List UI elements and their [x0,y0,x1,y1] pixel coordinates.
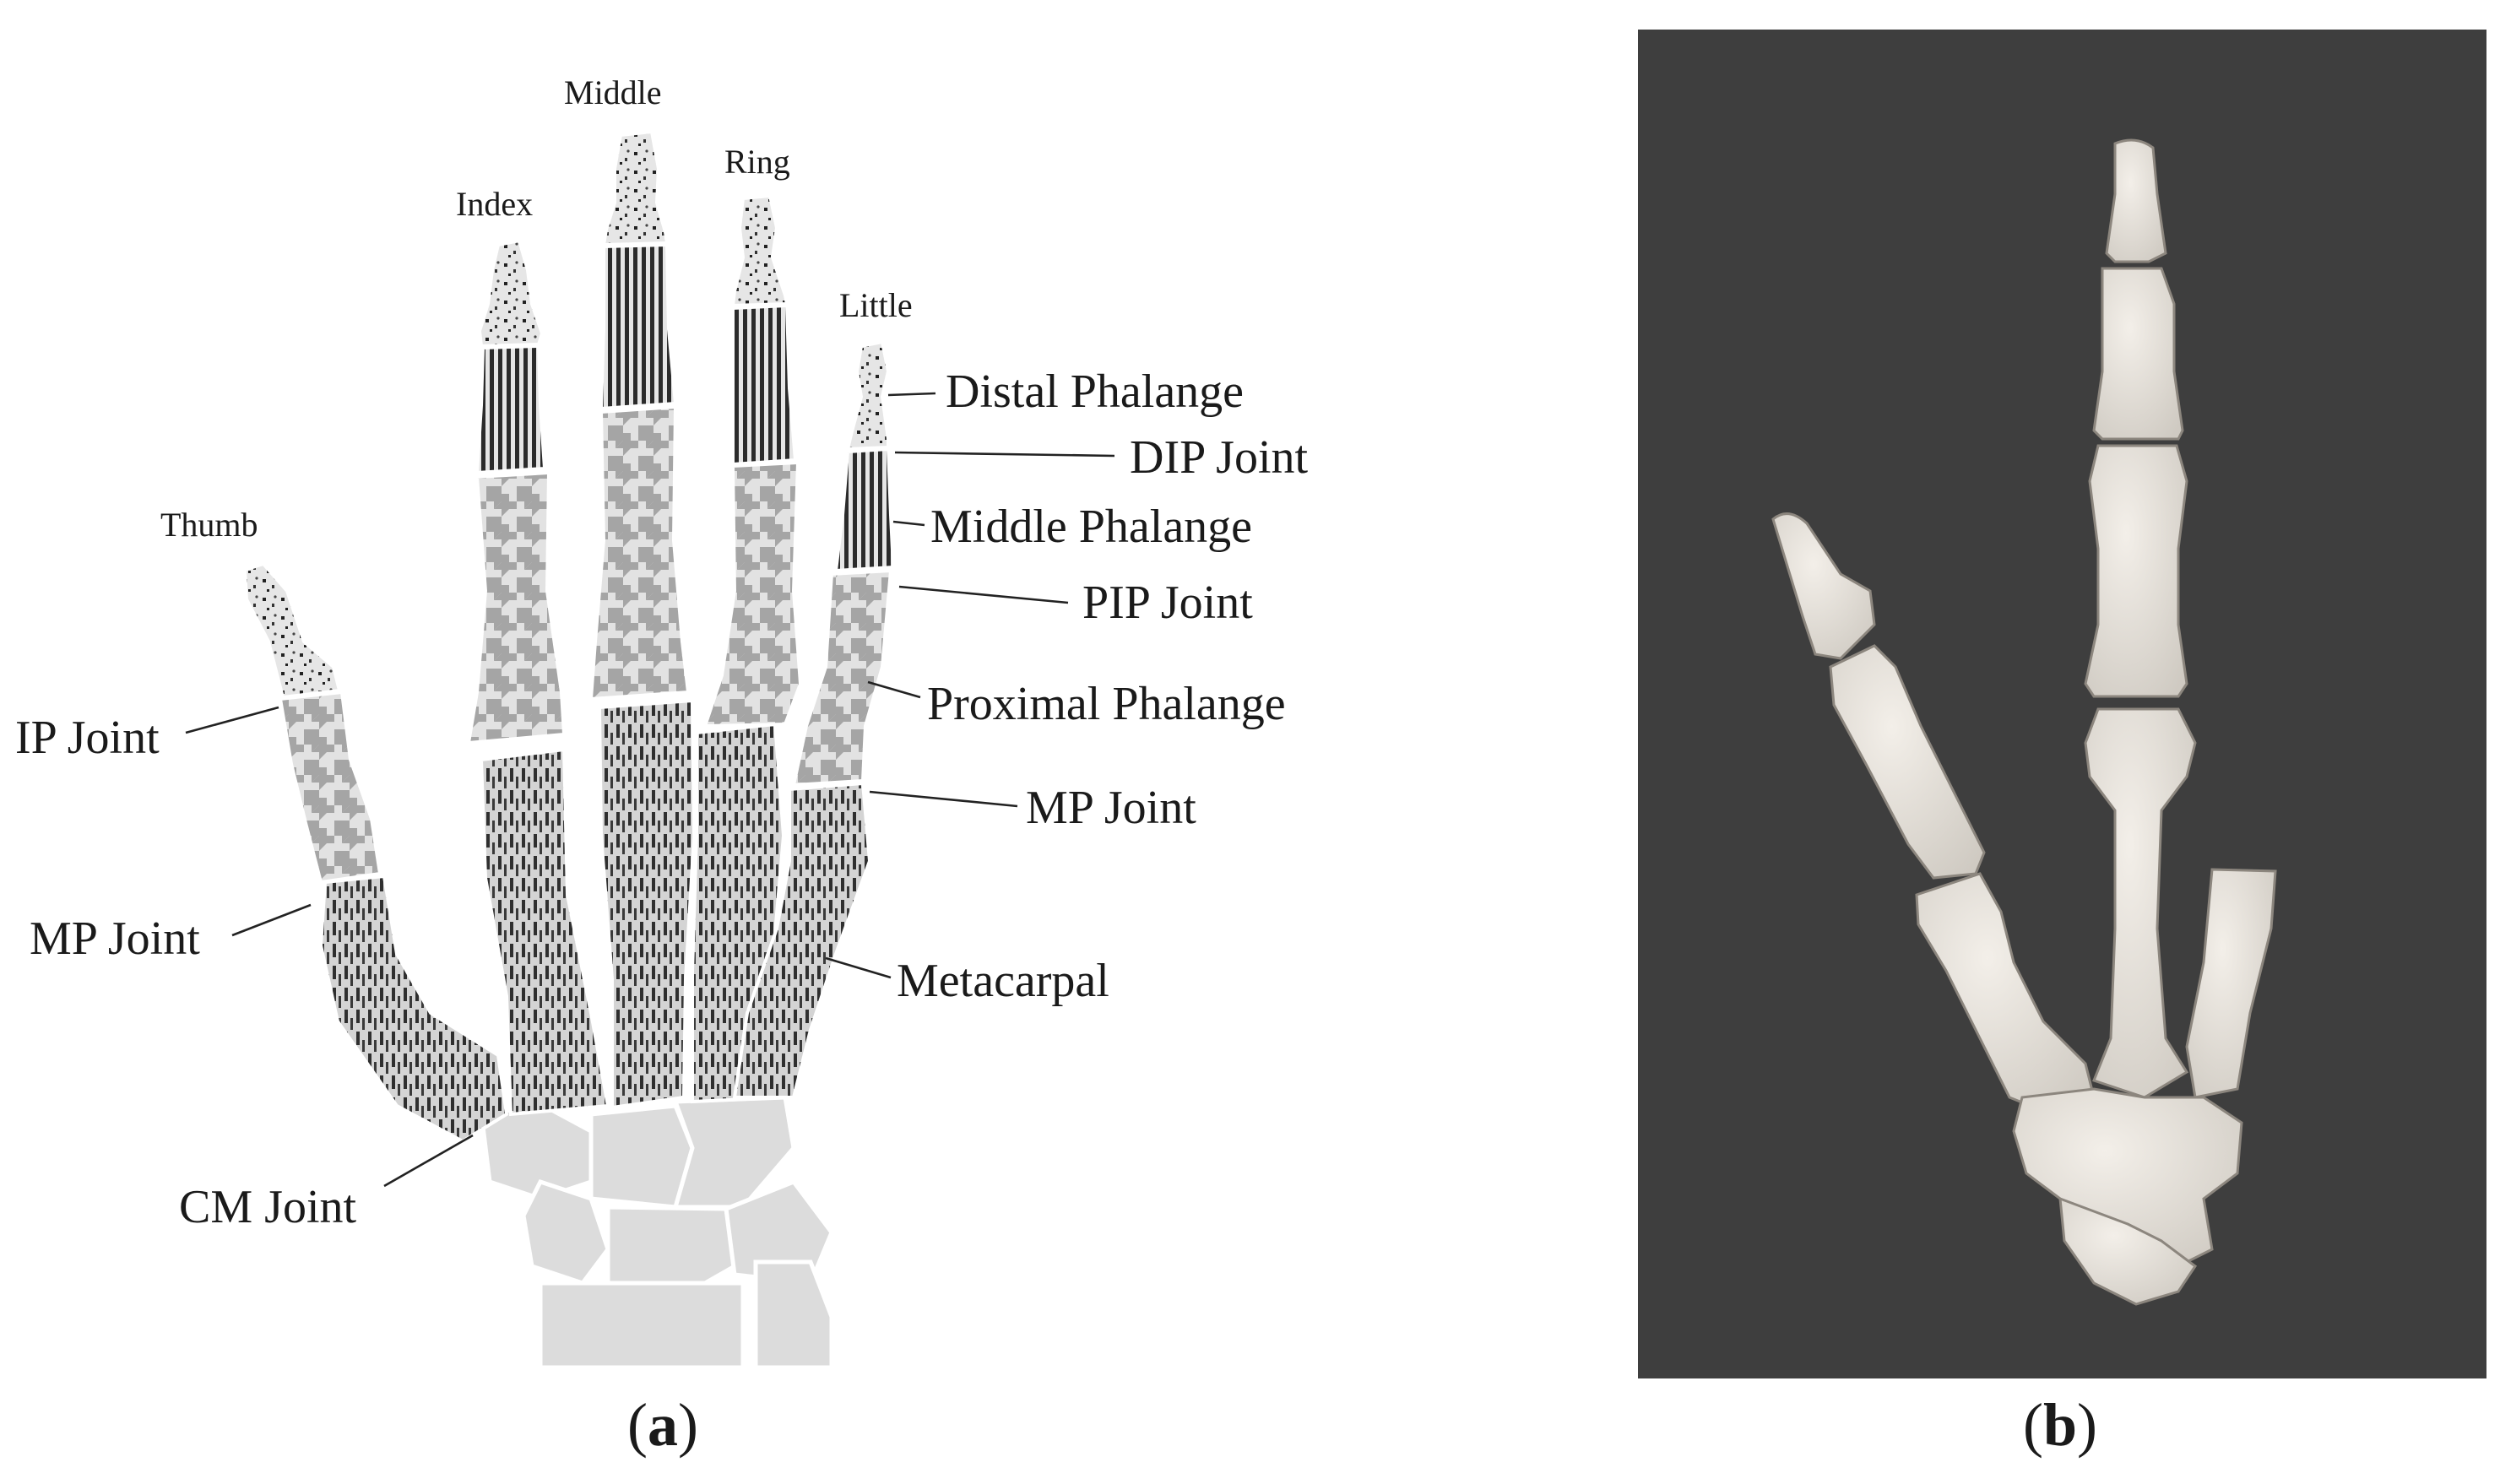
label-dip-joint: DIP Joint [1130,431,1309,484]
metacarpal-thumb [318,874,509,1144]
leader-middle-phalange [892,520,925,527]
proximal-middle [588,404,691,701]
label-cm-joint: CM Joint [179,1181,356,1233]
proximal-thumb [278,690,382,885]
leader-proximal-phalange [867,680,921,699]
middle-phalanges [475,242,896,573]
label-metacarpal: Metacarpal [897,955,1109,1007]
part-labels: Distal Phalange DIP Joint Middle Phalang… [15,366,1309,1233]
render-tilted-middle [1829,644,1986,880]
caption-b: (b) [2023,1391,2097,1459]
panel-b: (b) [1638,30,2486,1459]
caption-a: (a) [627,1391,698,1459]
leader-lines [185,392,1115,1188]
render-tilted-distal [1771,512,1876,660]
carpal-bones [479,1095,834,1370]
caption-a-open: ( [627,1391,648,1459]
caption-b-letter: b [2043,1391,2077,1459]
leader-mp-joint-right [869,790,1018,808]
middle-phalanx-middle [599,242,678,411]
metacarpal-index [479,747,610,1117]
panel-a: Thumb Index Middle Ring Little Distal Ph… [15,73,1309,1459]
leader-pip-joint [898,585,1069,604]
caption-b-close: ) [2077,1391,2097,1459]
render-middle-distal [2105,138,2167,263]
finger-name-little: Little [839,286,913,324]
distal-middle [601,129,670,247]
label-mp-joint-left: MP Joint [30,913,200,965]
leader-ip-joint [185,706,279,734]
label-distal-phalange: Distal Phalange [946,366,1244,418]
middle-phalanx-ring [731,303,798,467]
finger-names: Thumb Index Middle Ring Little [160,73,913,544]
distal-index [477,238,545,349]
caption-a-letter: a [648,1391,678,1459]
distal-little [845,339,891,452]
label-middle-phalange: Middle Phalange [930,501,1252,553]
proximal-index [466,470,567,745]
render-stub-metacarpal [2185,868,2277,1099]
label-proximal-phalange: Proximal Phalange [927,678,1286,730]
leader-mp-joint-left [231,903,312,937]
proximal-little [791,568,893,788]
distal-phalanges [242,129,891,700]
distal-thumb [242,561,342,700]
finger-name-ring: Ring [724,143,790,181]
render-middle-metacarpal [2084,707,2197,1099]
caption-b-open: ( [2023,1391,2043,1459]
distal-ring [730,193,789,308]
render-middle-proximal [2084,444,2188,698]
rendered-bone-model [1771,138,2277,1306]
metacarpal-middle [597,698,697,1110]
finger-name-middle: Middle [564,73,662,111]
proximal-phalanges [278,404,893,885]
proximal-ring [702,460,803,728]
leader-cm-joint [383,1134,474,1188]
leader-metacarpal [825,956,892,979]
finger-name-thumb: Thumb [160,506,258,544]
render-wrist-block [2058,1196,2198,1306]
caption-a-close: ) [678,1391,698,1459]
render-middle-middle [2092,267,2184,441]
leader-dip-joint [894,451,1115,458]
middle-phalanx-little [833,447,896,573]
label-ip-joint: IP Joint [15,712,160,764]
metacarpal-little [732,781,872,1099]
metacarpals [318,698,872,1144]
render-carpals [2012,1087,2243,1268]
leader-distal-phalange [887,392,936,397]
label-pip-joint: PIP Joint [1082,577,1253,629]
middle-phalanx-index [475,344,547,475]
label-mp-joint-right: MP Joint [1026,782,1196,834]
finger-name-index: Index [456,185,533,223]
